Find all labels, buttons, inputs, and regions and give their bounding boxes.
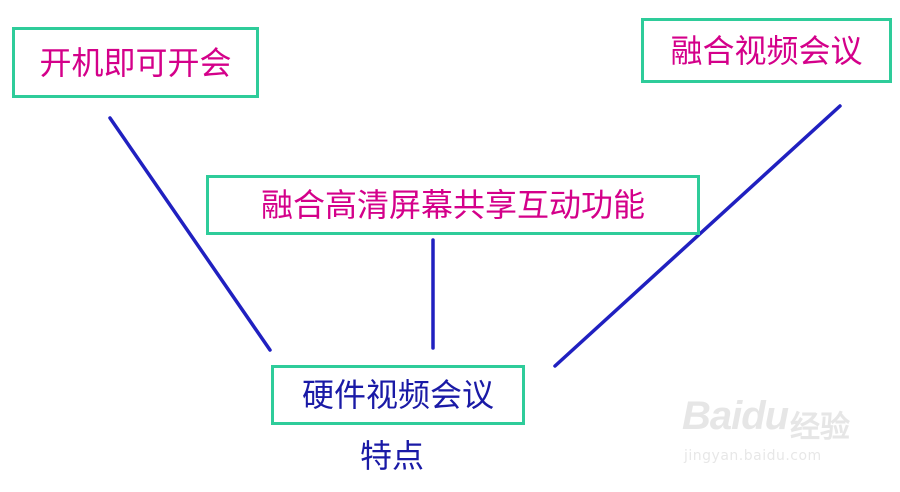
node-top-left: 开机即可开会 [12, 27, 259, 98]
node-top-right: 融合视频会议 [641, 18, 892, 83]
watermark-url: jingyan.baidu.com [684, 448, 822, 464]
node-bottom-label: 硬件视频会议 [301, 376, 494, 414]
watermark-logo: Baidu [682, 394, 789, 438]
node-bottom: 硬件视频会议 [271, 365, 525, 425]
node-top-left-label: 开机即可开会 [39, 43, 232, 82]
watermark-text: 经验 [790, 410, 850, 445]
node-middle: 融合高清屏幕共享互动功能 [206, 175, 700, 235]
line-top-left-to-bottom [108, 116, 272, 352]
diagram-caption: 特点 [360, 437, 425, 475]
baidu-jingyan-watermark: Baidu 经验 jingyan.baidu.com [682, 394, 872, 474]
node-middle-label: 融合高清屏幕共享互动功能 [260, 186, 645, 224]
line-top-right-to-bottom [553, 104, 842, 368]
node-top-right-label: 融合视频会议 [670, 31, 863, 70]
